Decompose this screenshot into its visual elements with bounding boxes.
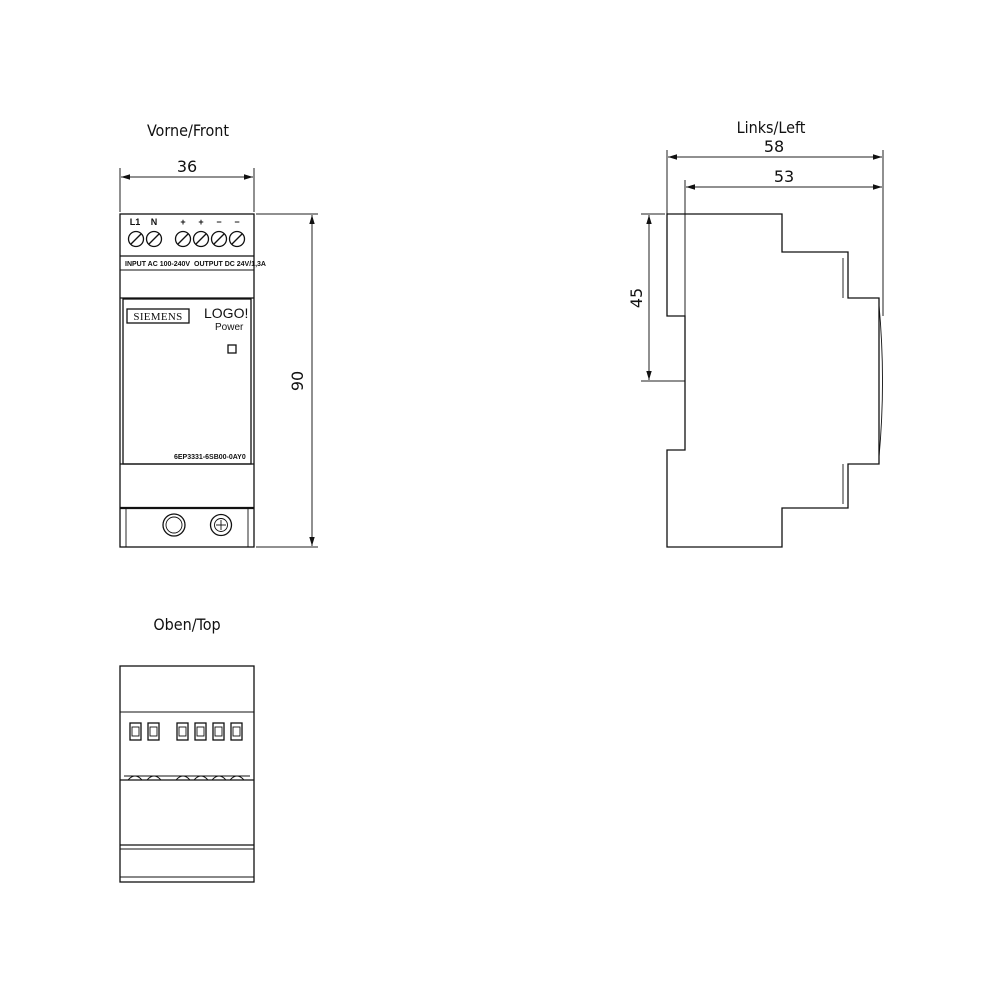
terminal-opening-icon xyxy=(230,722,243,741)
front-width-dimension: 36 xyxy=(119,157,255,212)
product-subtitle: Power xyxy=(215,322,244,333)
terminal-screws xyxy=(127,230,246,248)
terminal-screw-icon xyxy=(210,230,228,248)
potentiometer-icon xyxy=(162,513,186,537)
terminal-opening-icon xyxy=(194,722,207,741)
front-view-title: Vorne/Front xyxy=(147,121,229,140)
half-height-dimension: 45 xyxy=(627,213,685,382)
terminal-opening-icon xyxy=(212,722,225,741)
terminal-label-minus-2: − xyxy=(234,217,239,227)
front-height-dimension: 90 xyxy=(256,213,318,548)
terminal-label-plus-2: + xyxy=(198,217,203,227)
product-name: LOGO! xyxy=(204,305,248,321)
terminal-label-l1: L1 xyxy=(130,217,141,227)
inner-depth-dimension: 53 xyxy=(684,167,882,316)
terminal-screw-icon xyxy=(228,230,246,248)
output-rating-label: OUTPUT DC 24V/1,3A xyxy=(194,261,266,268)
terminal-screw-icon xyxy=(127,230,145,248)
front-view: Vorne/Front 36 L1 N + + − − xyxy=(119,121,318,548)
side-front-curve xyxy=(878,304,883,458)
input-rating-label: INPUT AC 100-240V xyxy=(125,261,190,268)
brand-plate: SIEMENS xyxy=(126,308,190,324)
depth-value: 58 xyxy=(764,137,784,156)
top-body xyxy=(119,665,255,883)
terminal-screw-icon xyxy=(192,230,210,248)
screw-tops xyxy=(127,775,245,781)
front-body xyxy=(119,213,255,548)
half-height-value: 45 xyxy=(627,288,646,308)
brand-label: SIEMENS xyxy=(133,311,182,323)
terminal-label-minus-1: − xyxy=(216,217,221,227)
terminal-opening-icon xyxy=(176,722,189,741)
left-view-title: Links/Left xyxy=(737,118,806,137)
depth-dimension: 58 xyxy=(666,137,884,316)
terminal-label-plus-1: + xyxy=(180,217,185,227)
terminal-screw-icon xyxy=(145,230,163,248)
order-number: 6EP3331-6SB00-0AY0 xyxy=(174,454,246,461)
terminal-openings xyxy=(129,722,243,741)
terminal-opening-icon xyxy=(147,722,160,741)
side-profile xyxy=(666,213,880,548)
terminal-opening-icon xyxy=(129,722,142,741)
top-view: Oben/Top xyxy=(119,615,255,883)
inner-depth-value: 53 xyxy=(774,167,794,186)
adjust-screw-icon xyxy=(209,513,233,537)
terminal-label-n: N xyxy=(151,217,158,227)
height-value: 90 xyxy=(288,371,307,391)
width-value: 36 xyxy=(177,157,197,176)
top-view-title: Oben/Top xyxy=(153,615,220,634)
status-led-icon xyxy=(227,344,237,354)
terminal-screw-icon xyxy=(174,230,192,248)
terminal-labels: L1 N + + − − xyxy=(130,217,240,227)
left-view: Links/Left 58 53 45 xyxy=(627,118,884,548)
